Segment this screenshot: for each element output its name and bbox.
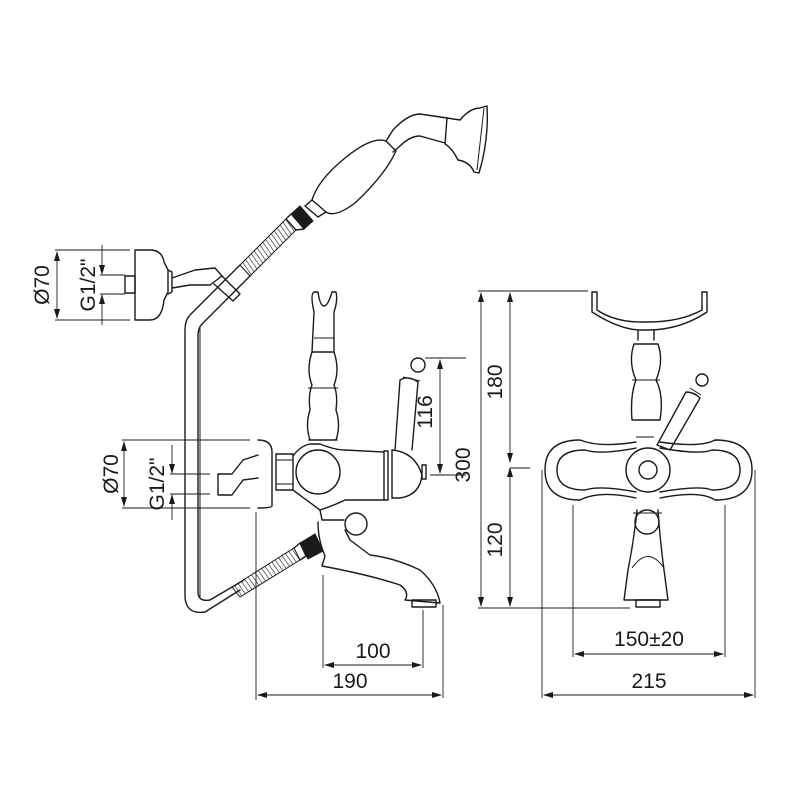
column-side (306, 351, 340, 441)
bracket-flange (167, 269, 173, 295)
lever-front (656, 391, 701, 451)
column-front (630, 343, 663, 421)
lever-collar-front (689, 387, 702, 396)
wall-rosette-side (257, 439, 273, 509)
hand-shower (285, 105, 488, 231)
shower-neck (385, 113, 448, 153)
dim-side-bottom (257, 575, 444, 698)
dim-side-heights (425, 357, 466, 476)
dim-side-union (121, 439, 257, 700)
handle-collar (304, 199, 327, 218)
bracket-clip (213, 275, 241, 302)
dim-label-lever-height: 116 (414, 395, 437, 428)
spout-side (317, 521, 441, 604)
lever-knob-front (695, 373, 709, 387)
cradle-stem-front (637, 329, 655, 341)
union-nut-side (275, 453, 294, 491)
body-front-inner (556, 447, 741, 493)
dim-label-overall-width: 215 (631, 670, 666, 693)
dim-label-union-diameter: Ø70 (100, 454, 123, 494)
diverter-knob (344, 512, 368, 536)
diverter-front (634, 509, 660, 535)
dim-label-spout-projection: 100 (355, 640, 390, 663)
diverter-side (319, 509, 345, 521)
shower-handle (311, 139, 397, 215)
dim-front-heights (478, 290, 630, 609)
cradle-front (591, 291, 708, 331)
shower-head-face (476, 107, 485, 171)
spout-aerator-front (635, 599, 661, 608)
cartridge-cap-side (383, 449, 423, 501)
spout-front-curve (631, 556, 665, 569)
dim-label-bracket-thread: G1/2" (77, 259, 100, 312)
cap-end (421, 464, 427, 480)
bracket-rosette (134, 249, 169, 321)
body-sphere (295, 449, 341, 495)
lever-knob (410, 357, 426, 373)
dim-label-bracket-diameter: Ø70 (31, 265, 54, 305)
bracket-thread (124, 275, 136, 294)
flexible-hose (184, 218, 324, 614)
body-front (544, 439, 753, 501)
mixer-body-side (292, 443, 385, 511)
spout-front (623, 509, 669, 601)
dim-label-overall-depth: 190 (332, 670, 367, 693)
dim-label-union-thread: G1/2" (146, 458, 169, 511)
center-hub-inner (638, 460, 658, 480)
dim-label-side-total-height: 300 (452, 447, 475, 482)
hose-line-inner (197, 275, 251, 602)
hose-line-outer (184, 264, 241, 614)
hose-nut-top (290, 205, 314, 230)
mixer-front-view (544, 291, 753, 608)
hose-ribbed-top (239, 218, 297, 277)
mixer-side-view (217, 291, 441, 608)
dim-label-body-height: 120 (484, 522, 507, 557)
dim-label-centres: 150±20 (614, 628, 684, 651)
shower-head (444, 105, 488, 174)
spout-aerator (411, 599, 437, 608)
wall-bracket (124, 249, 241, 321)
hose-ribbed-bottom (231, 547, 301, 598)
lever-collar (402, 376, 421, 382)
cradle-side (311, 291, 338, 353)
dim-front-widths (541, 470, 756, 698)
center-hub (625, 447, 671, 493)
dim-bracket (54, 245, 130, 325)
eccentric-side (217, 454, 259, 496)
dim-label-cradle-height: 180 (484, 364, 507, 399)
